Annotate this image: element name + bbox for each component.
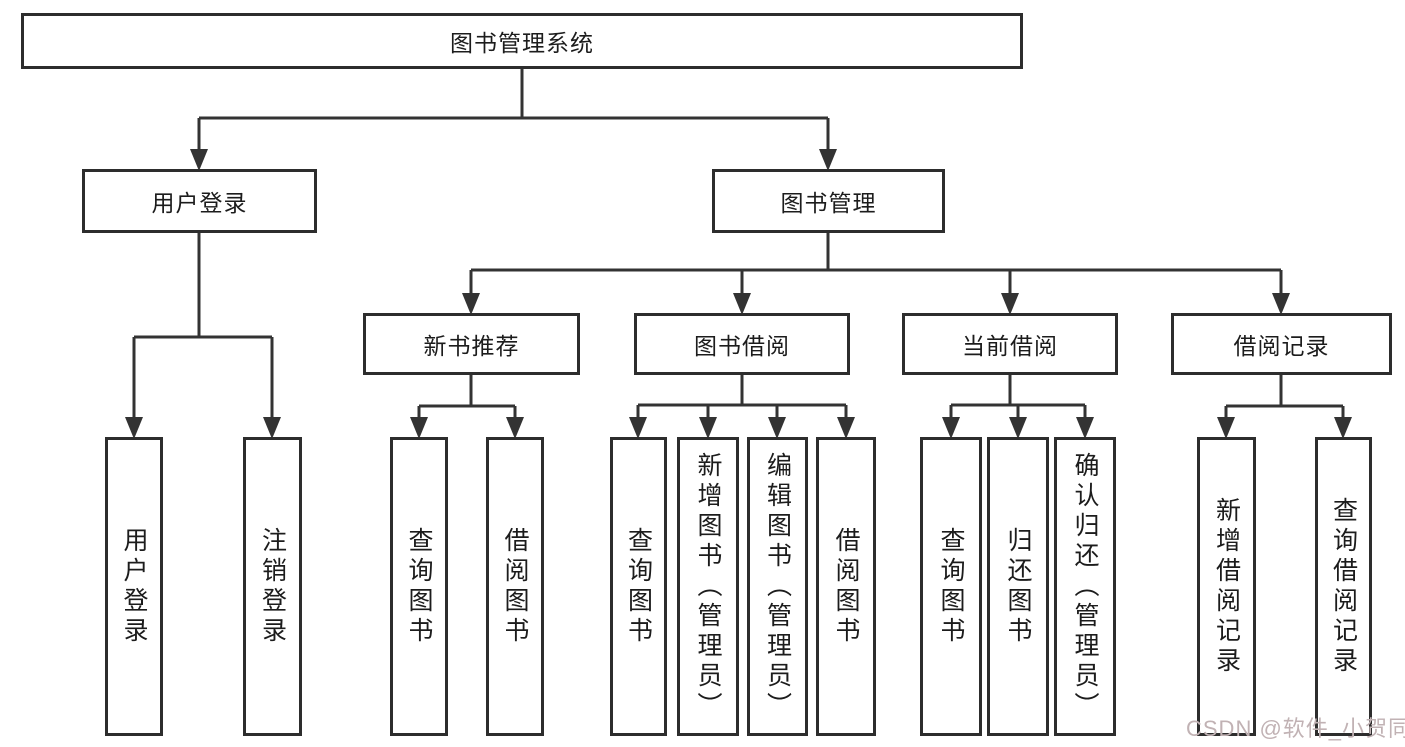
arrow-icon [462,293,480,315]
connector-path [132,233,274,418]
leaf-query-books-recommend: 查询图书 [390,437,448,736]
arrow-icon [768,417,786,439]
connector-path [417,375,517,418]
leaf-user-login: 用户登录 [105,437,163,736]
arrow-icon [1076,417,1094,439]
leaf-borrow-books: 借阅图书 [816,437,876,736]
leaf-query-borrow-record: 查询借阅记录 [1315,437,1372,736]
arrow-icon [733,293,751,315]
watermark: CSDN @软件_小贺同学 [1186,716,1405,741]
node-book-borrowing: 图书借阅 [634,313,850,375]
arrow-icon [1001,293,1019,315]
connector-path [636,375,848,418]
arrow-icon [942,417,960,439]
arrow-icon [263,417,281,439]
arrow-icon [629,417,647,439]
leaf-query-books-borrow: 查询图书 [610,437,667,736]
arrow-icon [1217,417,1235,439]
node-book-management: 图书管理 [712,169,945,233]
connector-path [1224,375,1345,418]
node-user-login: 用户登录 [82,169,317,233]
leaf-edit-books-admin: 编辑图书（管理员） [747,437,808,736]
arrow-icon [190,149,208,171]
node-library-management-system: 图书管理系统 [21,13,1023,69]
node-new-book-recommendation: 新书推荐 [363,313,580,375]
arrow-icon [1009,417,1027,439]
arrow-icon [819,149,837,171]
leaf-logout: 注销登录 [243,437,302,736]
leaf-query-books-current: 查询图书 [920,437,982,736]
connector-path [197,69,830,150]
arrow-icon [506,417,524,439]
arrow-icon [837,417,855,439]
arrow-icon [410,417,428,439]
leaf-borrow-books-recommend: 借阅图书 [486,437,544,736]
leaf-add-books-admin: 新增图书（管理员） [677,437,739,736]
leaf-add-borrow-record: 新增借阅记录 [1197,437,1256,736]
arrow-icon [125,417,143,439]
leaf-confirm-return-admin: 确认归还（管理员） [1054,437,1116,736]
connector-path [469,233,1283,294]
node-current-borrowing: 当前借阅 [902,313,1118,375]
node-borrowing-records: 借阅记录 [1171,313,1392,375]
leaf-return-books: 归还图书 [987,437,1049,736]
arrow-icon [1334,417,1352,439]
arrow-icon [699,417,717,439]
connector-path [949,375,1087,418]
arrow-icon [1272,293,1290,315]
